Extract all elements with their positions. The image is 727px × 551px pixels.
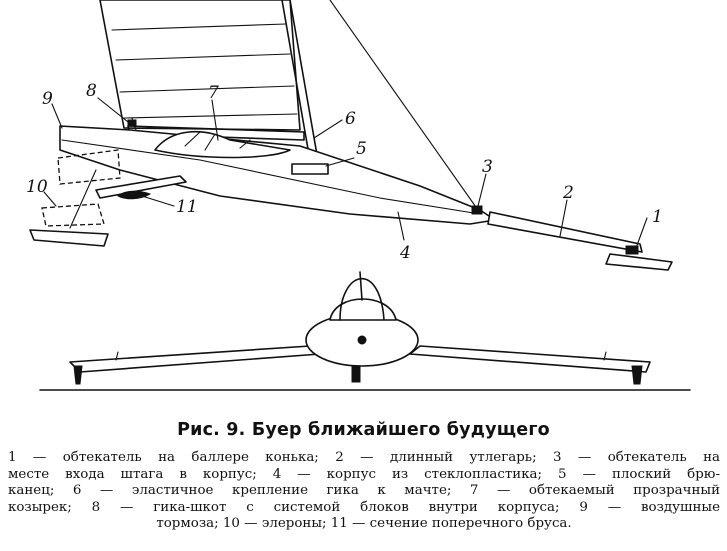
bowsprit — [487, 211, 643, 253]
callout-2: 2 — [562, 183, 574, 203]
ailerons — [41, 203, 105, 227]
callout-6: 6 — [345, 109, 356, 129]
callout-7: 7 — [208, 83, 219, 103]
callout-3: 3 — [482, 157, 493, 177]
iceboat-side-view — [29, 0, 673, 271]
callout-4: 4 — [399, 243, 411, 263]
legend-line: козырек; 8 — гика-шкот с системой блоков… — [8, 499, 720, 515]
callout-8: 8 — [86, 81, 97, 101]
sail — [99, 0, 301, 131]
figure-caption: Рис. 9. Буер ближайшего будущего — [177, 420, 550, 440]
legend-line: месте входа штага в корпус; 4 — корпус и… — [8, 466, 720, 482]
callout-5: 5 — [356, 139, 367, 159]
callout-1: 1 — [652, 207, 663, 227]
canopy — [154, 130, 291, 159]
legend-line: 1 — обтекатель на баллере конька; 2 — дл… — [8, 450, 720, 465]
callouts: 1 2 3 4 5 6 7 8 9 10 11 — [26, 81, 663, 263]
front-crossbeam — [69, 345, 321, 373]
legend-line: тормоза; 10 — элероны; 11 — сечение попе… — [156, 516, 572, 532]
legend-line: канец; 6 — эластичное крепление гика к м… — [8, 483, 720, 499]
cross-beam — [95, 175, 187, 199]
callout-9: 9 — [42, 89, 53, 109]
iceboat-illustration: 1 2 3 4 5 6 7 8 9 10 11 — [26, 0, 691, 391]
air-brakes — [57, 149, 121, 185]
rear-runner — [29, 229, 109, 247]
iceboat-front-view — [39, 271, 691, 391]
mast — [281, 0, 321, 173]
figure-legend: 1 — обтекатель на баллере конька; 2 — дл… — [8, 450, 720, 533]
front-runner — [605, 253, 673, 271]
callout-11: 11 — [176, 197, 198, 217]
stay-fairing — [471, 205, 483, 215]
forestay — [329, 0, 479, 211]
callout-10: 10 — [26, 177, 48, 197]
flat-fitting — [291, 163, 329, 175]
